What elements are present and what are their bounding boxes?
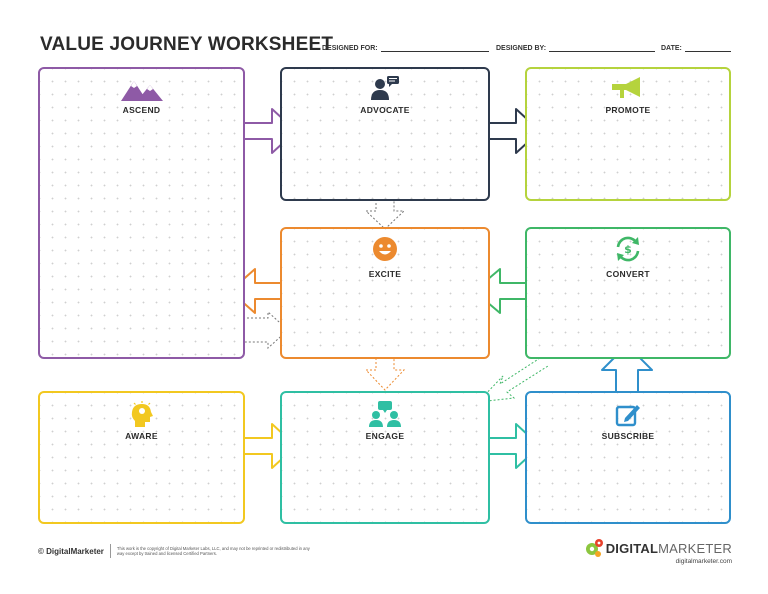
- stage-label-excite: EXCITE: [368, 269, 402, 279]
- footer-copyright-text: This work is the copyright of Digital Ma…: [116, 545, 310, 557]
- date-field[interactable]: DATE:: [661, 44, 731, 52]
- footer-url[interactable]: digitalmarketer.com: [675, 558, 732, 565]
- stage-label-aware: AWARE: [125, 431, 158, 441]
- megaphone-icon: [612, 77, 640, 98]
- designed-by-field[interactable]: DESIGNED BY:: [496, 44, 656, 52]
- stage-box-aware[interactable]: AWARE: [38, 391, 245, 524]
- stage-label-subscribe: SUBSCRIBE: [601, 431, 655, 441]
- footer-brand: DigitalMarketer: [46, 546, 104, 556]
- person-speech-icon: [371, 76, 399, 100]
- stage-label-promote: PROMOTE: [605, 105, 651, 115]
- logo-marketer: MARKETER: [658, 540, 732, 556]
- stage-box-subscribe[interactable]: SUBSCRIBE: [525, 391, 731, 524]
- designed-for-label: DESIGNED FOR:: [322, 45, 378, 52]
- date-line[interactable]: [684, 44, 731, 52]
- designed-for-field[interactable]: DESIGNED FOR:: [322, 44, 489, 52]
- stage-box-advocate[interactable]: ADVOCATE: [280, 67, 490, 201]
- stage-label-ascend: ASCEND: [122, 105, 161, 115]
- worksheet-title: VALUE JOURNEY WORKSHEET: [40, 34, 334, 55]
- logo-digital: DIGITAL: [605, 540, 659, 556]
- designed-by-label: DESIGNED BY:: [496, 45, 547, 52]
- stage-box-convert[interactable]: $ CONVERT: [525, 227, 731, 359]
- head-idea-icon: [131, 401, 153, 427]
- date-label: DATE:: [661, 45, 682, 52]
- stage-box-ascend[interactable]: ASCEND: [38, 67, 245, 359]
- gears-icon: [585, 539, 603, 557]
- footer-divider: [109, 544, 111, 558]
- footer-logo: DIGITALMARKETER digitalmarketer.com: [584, 538, 732, 565]
- footer-brand-line: © DigitalMarketer: [38, 546, 104, 556]
- stage-box-promote[interactable]: PROMOTE: [525, 67, 731, 201]
- stage-box-excite[interactable]: EXCITE: [280, 227, 490, 359]
- stage-label-convert: CONVERT: [606, 269, 650, 279]
- footer-copyright: © DigitalMarketer This work is the copyr…: [38, 544, 317, 558]
- dollar-cycle-icon: $: [616, 236, 640, 262]
- stage-label-advocate: ADVOCATE: [360, 105, 410, 115]
- stage-box-engage[interactable]: ENGAGE: [280, 391, 490, 524]
- mountain-icon: [120, 81, 163, 101]
- edit-form-icon: [615, 405, 640, 427]
- svg-text:$: $: [624, 243, 632, 256]
- designed-for-line[interactable]: [380, 44, 489, 52]
- stage-label-engage: ENGAGE: [365, 431, 405, 441]
- people-chat-icon: [369, 401, 401, 427]
- smiley-icon: [373, 237, 397, 261]
- arrow-advocate-to-excite: [364, 199, 406, 230]
- arrow-excite-to-engage: [364, 358, 406, 391]
- designed-by-line[interactable]: [549, 44, 656, 52]
